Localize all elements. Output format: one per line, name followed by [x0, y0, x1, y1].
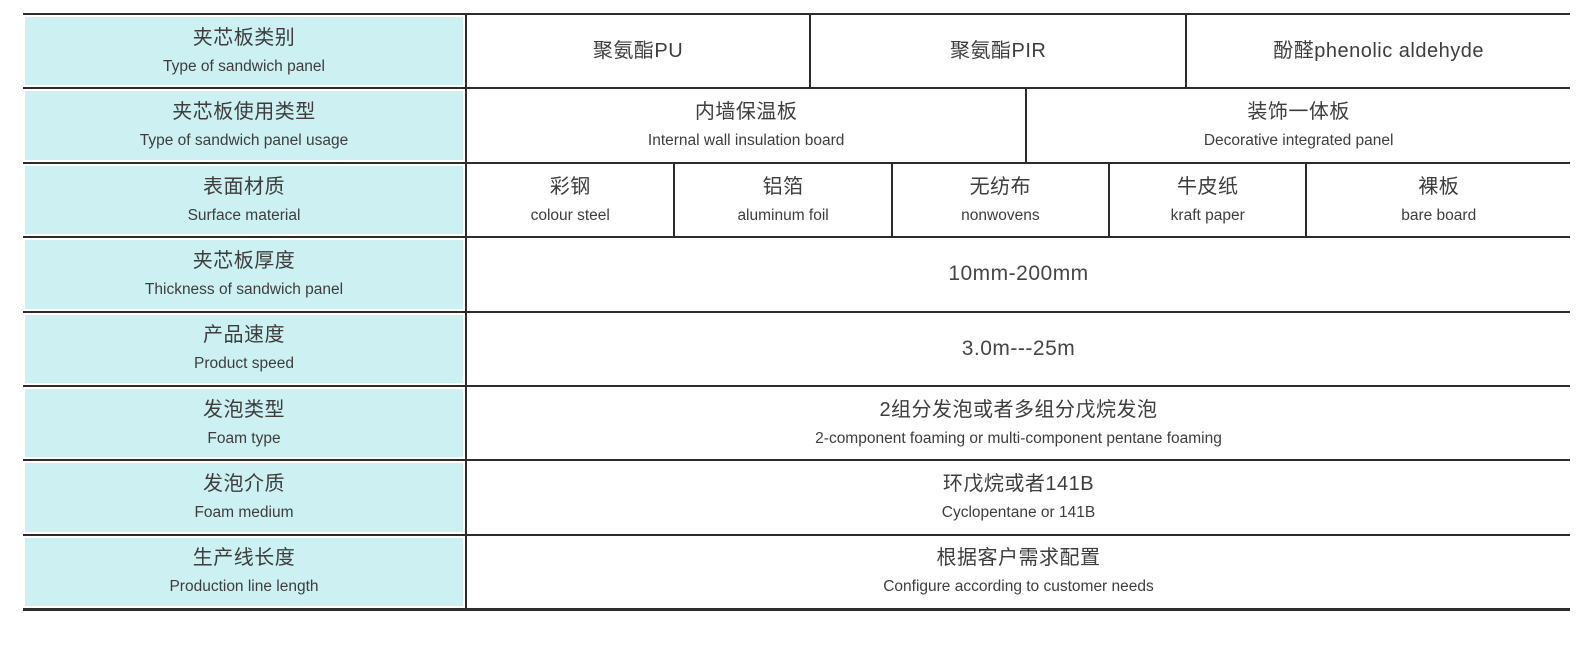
value-zh: 装饰一体板	[1247, 101, 1350, 124]
value-zh: 根据客户需求配置	[936, 547, 1101, 570]
value-zh: 内墙保温板	[694, 101, 798, 124]
row-label-en: Thickness of sandwich panel	[144, 280, 344, 298]
row-values: 10mm-200mm	[467, 238, 1570, 310]
table-row-foam-type: 发泡类型 Foam type 2组分发泡或者多组分戊烷发泡 2-componen…	[23, 386, 1570, 462]
value-en: Configure according to customer needs	[883, 578, 1154, 596]
row-label-cell: 夹芯板类别 Type of sandwich panel	[23, 15, 467, 88]
value-en: aluminum foil	[737, 206, 829, 224]
value-zh: 3.0m---25m	[961, 336, 1076, 360]
row-values: 内墙保温板 Internal wall insulation board 装饰一…	[467, 89, 1570, 162]
value-cell: 聚氨酯PIR	[811, 15, 1188, 88]
row-label-zh: 发泡介质	[203, 473, 285, 496]
value-zh: 聚氨酯PIR	[950, 39, 1047, 62]
row-values: 聚氨酯PU 聚氨酯PIR 酚醛phenolic aldehyde	[467, 15, 1570, 88]
spec-table: 夹芯板类别 Type of sandwich panel 聚氨酯PU 聚氨酯PI…	[23, 13, 1570, 611]
value-en: colour steel	[530, 206, 610, 224]
row-label-en: Type of sandwich panel usage	[139, 132, 349, 150]
row-label-zh: 夹芯板类别	[192, 26, 296, 49]
value-cell: 根据客户需求配置 Configure according to customer…	[467, 536, 1570, 608]
row-values: 2组分发泡或者多组分戊烷发泡 2-component foaming or mu…	[467, 387, 1570, 459]
row-label-en: Production line length	[169, 578, 319, 596]
row-values: 彩钢 colour steel 铝箔 aluminum foil 无纺布 non…	[467, 163, 1570, 237]
value-en: bare board	[1401, 206, 1477, 224]
value-zh: 酚醛phenolic aldehyde	[1273, 39, 1484, 62]
value-cell: 牛皮纸 kraft paper	[1110, 163, 1308, 237]
value-cell: 彩钢 colour steel	[467, 163, 676, 237]
value-en: nonwovens	[961, 206, 1040, 224]
row-label-en: Type of sandwich panel	[163, 57, 325, 75]
row-label-en: Foam medium	[194, 504, 294, 522]
value-zh: 牛皮纸	[1176, 175, 1239, 198]
row-label-cell: 表面材质 Surface material	[23, 163, 467, 237]
row-label-cell: 夹芯板使用类型 Type of sandwich panel usage	[23, 89, 467, 162]
row-values: 3.0m---25m	[467, 313, 1570, 385]
row-label-en: Foam type	[207, 429, 281, 447]
row-label-en: Surface material	[187, 206, 301, 224]
value-cell: 3.0m---25m	[467, 313, 1570, 385]
value-cell: 环戊烷或者141B Cyclopentane or 141B	[467, 461, 1570, 533]
row-label-zh: 产品速度	[203, 324, 285, 347]
value-cell: 酚醛phenolic aldehyde	[1187, 15, 1570, 87]
row-label-zh: 夹芯板厚度	[192, 249, 296, 272]
row-label-zh: 夹芯板使用类型	[172, 101, 316, 124]
value-cell: 2组分发泡或者多组分戊烷发泡 2-component foaming or mu…	[467, 387, 1570, 459]
value-zh: 10mm-200mm	[948, 262, 1089, 286]
table-row-panel-type: 夹芯板类别 Type of sandwich panel 聚氨酯PU 聚氨酯PI…	[23, 15, 1570, 90]
value-en: Internal wall insulation board	[647, 132, 845, 150]
row-label-zh: 表面材质	[203, 175, 285, 198]
value-en: Cyclopentane or 141B	[941, 504, 1096, 522]
value-cell: 装饰一体板 Decorative integrated panel	[1027, 89, 1570, 161]
table-row-panel-usage: 夹芯板使用类型 Type of sandwich panel usage 内墙保…	[23, 89, 1570, 164]
value-zh: 裸板	[1418, 175, 1460, 198]
value-zh: 2组分发泡或者多组分戊烷发泡	[879, 398, 1158, 421]
row-label-cell: 发泡类型 Foam type	[23, 386, 467, 460]
row-label-zh: 发泡类型	[203, 398, 285, 421]
value-zh: 环戊烷或者141B	[942, 473, 1095, 496]
table-row-foam-medium: 发泡介质 Foam medium 环戊烷或者141B Cyclopentane …	[23, 461, 1570, 536]
row-label-cell: 产品速度 Product speed	[23, 312, 467, 385]
value-zh: 彩钢	[549, 175, 591, 198]
value-en: kraft paper	[1170, 206, 1245, 224]
row-label-en: Product speed	[194, 355, 294, 373]
table-row-thickness: 夹芯板厚度 Thickness of sandwich panel 10mm-2…	[23, 238, 1570, 313]
table-row-line-length: 生产线长度 Production line length 根据客户需求配置 Co…	[23, 535, 1570, 608]
value-cell: 铝箔 aluminum foil	[675, 163, 893, 237]
row-label-cell: 发泡介质 Foam medium	[23, 461, 467, 534]
value-zh: 无纺布	[969, 175, 1032, 198]
value-cell: 聚氨酯PU	[467, 15, 812, 88]
value-cell: 裸板 bare board	[1307, 164, 1570, 236]
value-cell: 内墙保温板 Internal wall insulation board	[467, 89, 1028, 162]
row-values: 根据客户需求配置 Configure according to customer…	[467, 536, 1570, 608]
row-label-zh: 生产线长度	[192, 547, 296, 570]
row-values: 环戊烷或者141B Cyclopentane or 141B	[467, 461, 1570, 533]
value-en: 2-component foaming or multi-component p…	[815, 429, 1222, 447]
value-cell: 10mm-200mm	[467, 238, 1570, 310]
table-row-surface-material: 表面材质 Surface material 彩钢 colour steel 铝箔…	[23, 163, 1570, 239]
row-label-cell: 夹芯板厚度 Thickness of sandwich panel	[23, 238, 467, 311]
row-label-cell: 生产线长度 Production line length	[23, 535, 467, 608]
value-zh: 铝箔	[762, 175, 804, 198]
table-row-product-speed: 产品速度 Product speed 3.0m---25m	[23, 312, 1570, 387]
value-cell: 无纺布 nonwovens	[893, 163, 1111, 237]
value-en: Decorative integrated panel	[1203, 132, 1394, 150]
value-zh: 聚氨酯PU	[592, 39, 684, 62]
